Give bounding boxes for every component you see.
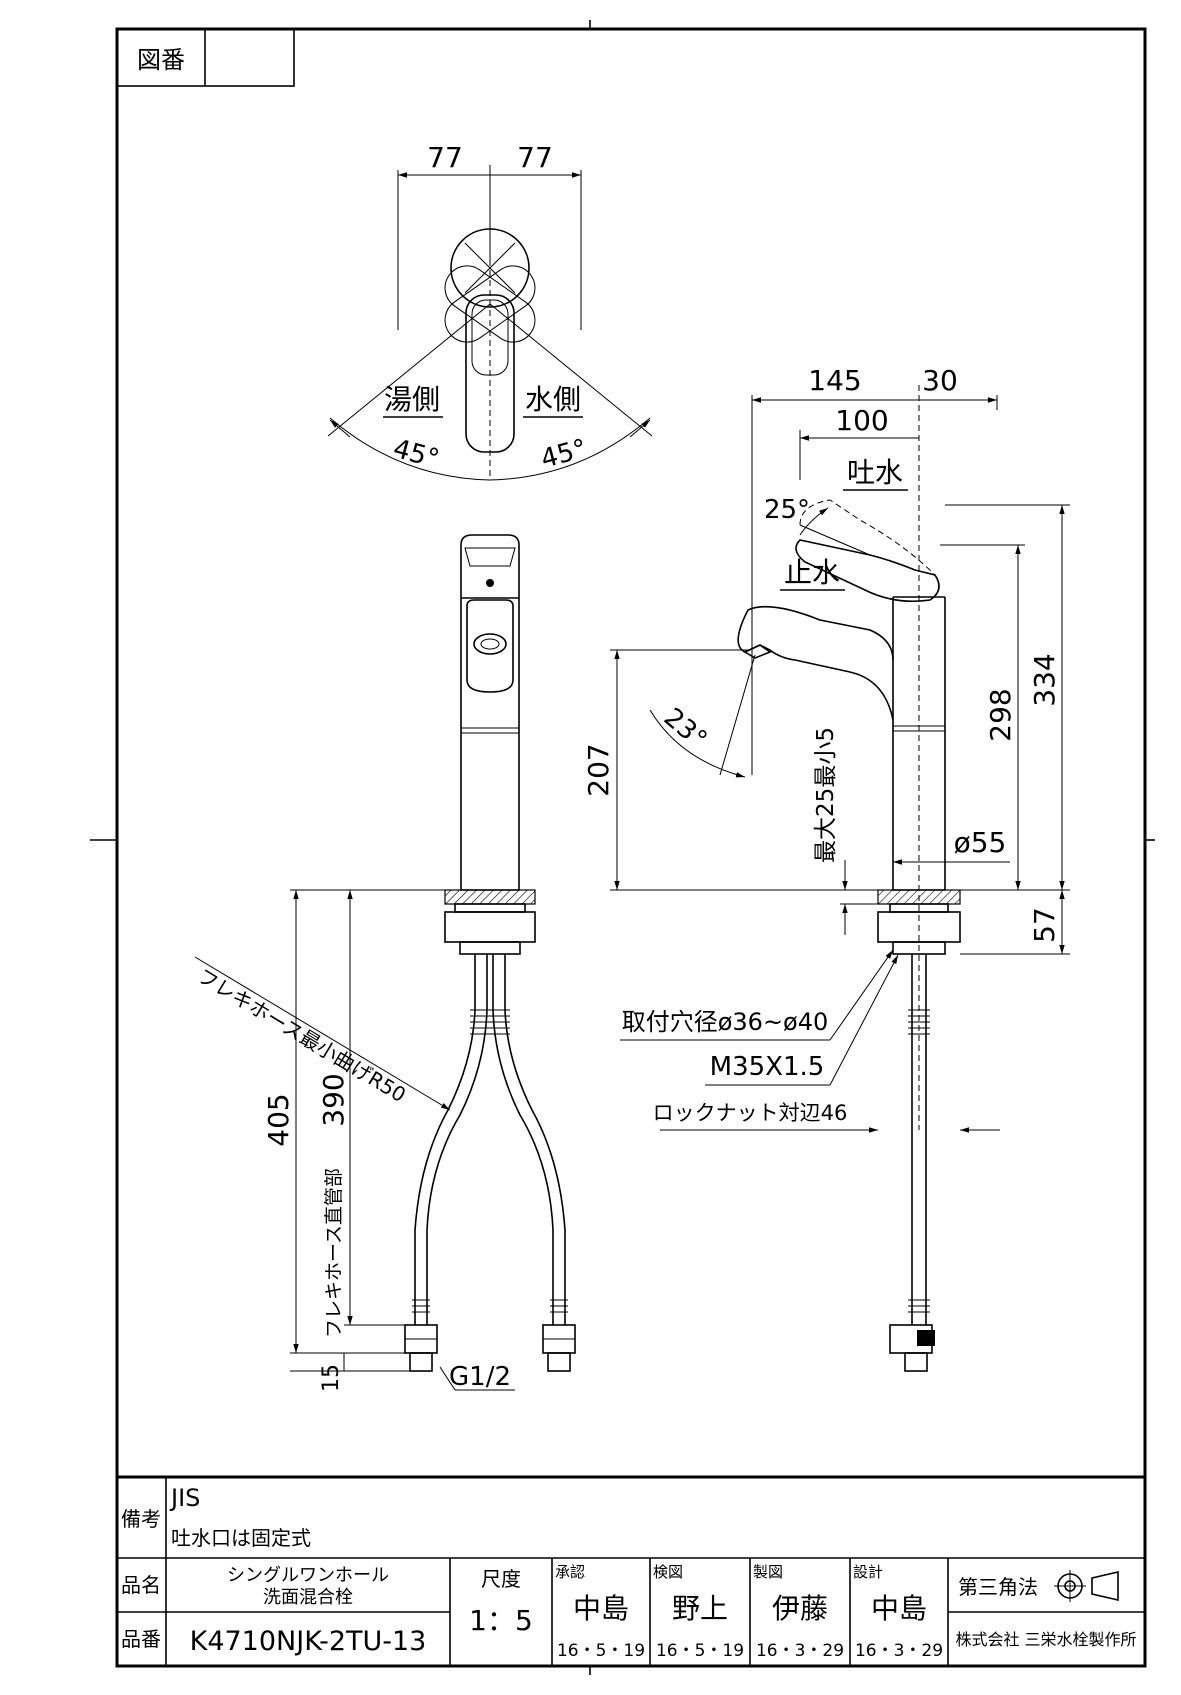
discharge-label: 吐水 [847,456,903,489]
dim-390: 390 [317,1073,350,1126]
angle-23: 23° [658,703,713,756]
scale-label: 尺度 [481,1567,521,1591]
connection-label: G1/2 [449,1362,511,1392]
dim-57: 57 [1028,907,1061,943]
dim-405: 405 [262,1093,295,1146]
title-block: 備考 JIS 吐水口は固定式 品名 シングルワンホール 洗面混合栓 品番 K47… [117,1475,1145,1666]
drawn-name: 伊藤 [772,1592,828,1625]
dim-298: 298 [984,688,1017,741]
dim-100: 100 [835,404,888,437]
dim-334: 334 [1028,653,1061,706]
hose-straight-label: フレキホース直管部 [323,1168,345,1338]
top-dim-left: 77 [427,141,463,174]
checked-date: 16・5・19 [656,1641,744,1661]
company-name: 株式会社 三栄水栓製作所 [955,1630,1136,1649]
checked-name: 野上 [672,1592,728,1625]
hot-side-label: 湯側 [384,383,440,416]
cold-side-label: 水側 [525,383,581,416]
designed-date: 16・3・29 [855,1641,943,1661]
product-name-2: 洗面混合栓 [263,1587,353,1608]
projection-label: 第三角法 [958,1575,1038,1599]
hose-bend-label: フレキホース最小曲げR50 [193,964,410,1107]
approved-label: 承認 [555,1563,585,1581]
checked-label: 検図 [653,1563,683,1581]
stop-label: 止水 [784,556,840,589]
drawn-date: 16・3・29 [756,1641,844,1661]
scale-value: 1：5 [469,1604,533,1637]
designed-name: 中島 [871,1592,927,1625]
counter-thickness: 最大25最小5 [813,727,839,863]
dim-145: 145 [808,364,861,397]
spout [737,605,894,721]
handle-body-circle [450,228,530,308]
thread-label: M35X1.5 [710,1052,825,1082]
drawing-number-box: 図番 [116,28,295,87]
lever-handle [465,294,515,453]
product-no: K4710NJK-2TU-13 [190,1626,427,1657]
product-name-1: シングルワンホール [227,1565,389,1586]
dim-30: 30 [922,364,958,397]
approved-date: 16・5・19 [557,1641,645,1661]
designed-label: 設計 [853,1563,883,1581]
locknut-label: ロックナット対辺46 [653,1101,848,1125]
front-view: 405 390 フレキホース直管部 15 フレキホース最小曲げR50 G1/2 [193,534,576,1392]
product-no-label: 品番 [121,1627,161,1651]
sheet-border [90,20,1155,1675]
remark-2: 吐水口は固定式 [171,1526,311,1550]
dia-55: ø55 [954,826,1007,859]
third-angle-projection-icon [1054,1570,1119,1602]
angle-left-label: 45° [390,434,442,475]
side-view: 145 30 100 吐水 止水 25° 23° 207 298 334 57 … [582,364,1070,1372]
mount-hole-label: 取付穴径ø36~ø40 [622,1008,829,1036]
angle-25: 25° [764,495,810,525]
drawing-no-label: 図番 [137,46,185,74]
remark-1: JIS [169,1484,200,1512]
front-body [460,598,520,891]
top-view: 77 77 湯側 水側 45° 45° [327,141,653,481]
dim-15: 15 [319,1364,344,1392]
approved-name: 中島 [573,1592,629,1625]
remarks-label: 備考 [121,1507,161,1531]
top-dim-right: 77 [517,141,553,174]
drawn-label: 製図 [753,1563,783,1581]
angle-right-label: 45° [538,434,590,475]
dim-207: 207 [582,743,615,796]
product-name-label: 品名 [121,1573,161,1597]
